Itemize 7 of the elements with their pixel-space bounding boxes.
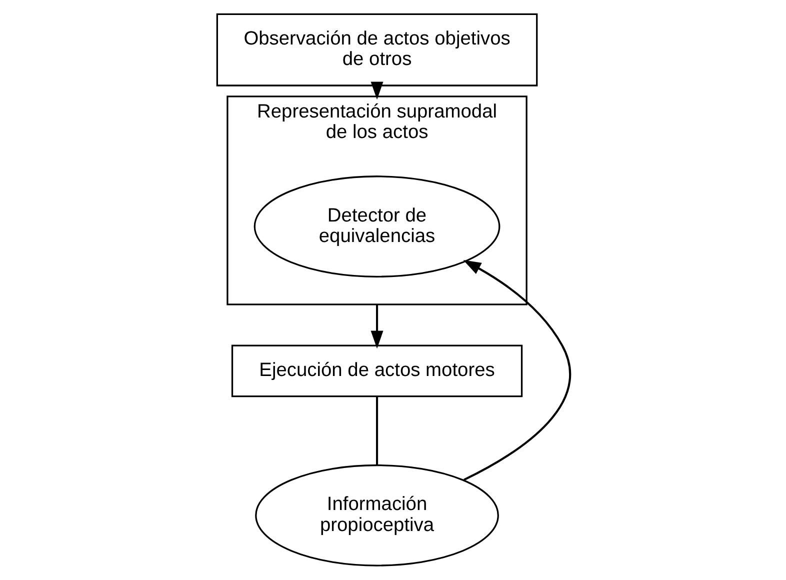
node-box: Ejecución de actos motores [230,344,522,398]
node-ellipse: Información propioceptiva [254,464,498,566]
connector [376,396,378,465]
arrow [370,82,383,100]
arrow [462,260,570,481]
arrow [370,304,383,349]
node-ellipse: Detector de equivalencias [253,176,500,278]
